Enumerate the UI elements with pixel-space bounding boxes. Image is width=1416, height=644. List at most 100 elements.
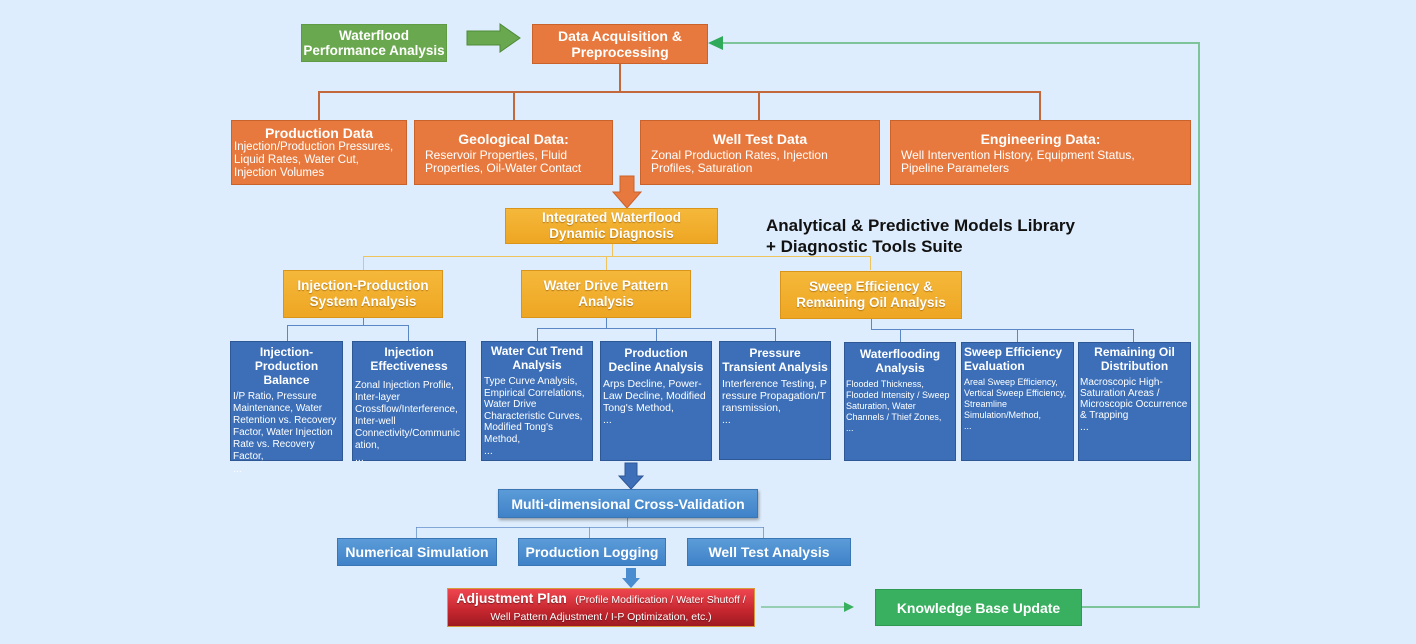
diagnosis-node[interactable]: Integrated Waterflood Dynamic Diagnosis	[505, 208, 718, 244]
start-label: Waterflood Performance Analysis	[303, 28, 445, 58]
knowledge-base-update-node[interactable]: Knowledge Base Update	[875, 589, 1082, 626]
method-desc: Zonal Injection Profile, Inter-layer Cro…	[355, 380, 461, 451]
data-acquisition-node[interactable]: Data Acquisition & Preprocessing	[532, 24, 708, 64]
connector	[758, 91, 760, 120]
models-library-line1: Analytical & Predictive Models Library	[766, 216, 1075, 235]
method-desc: Macroscopic High-Saturation Areas / Micr…	[1080, 377, 1188, 421]
data-source-production[interactable]: Production Data Injection/Production Pre…	[231, 120, 407, 185]
connector	[318, 91, 1041, 93]
method-production-decline[interactable]: Production Decline Analysis Arps Decline…	[600, 341, 712, 461]
cross-validation-node[interactable]: Multi-dimensional Cross-Validation	[498, 489, 758, 518]
validation-numerical-simulation[interactable]: Numerical Simulation	[337, 538, 497, 566]
method-more: ...	[603, 414, 612, 426]
method-more: ...	[964, 421, 972, 431]
method-more: ...	[1080, 421, 1089, 433]
method-water-cut-trend[interactable]: Water Cut Trend Analysis Type Curve Anal…	[481, 341, 593, 461]
connector	[763, 527, 764, 539]
data-source-title: Well Test Data	[712, 130, 808, 147]
connector	[513, 91, 515, 120]
analysis-sweep-efficiency[interactable]: Sweep Efficiency & Remaining Oil Analysi…	[780, 271, 962, 319]
down-arrow-icon	[612, 175, 642, 209]
connector	[363, 256, 364, 270]
method-more: ...	[233, 463, 242, 475]
method-more: ...	[484, 445, 493, 457]
analysis-injection-production[interactable]: Injection-Production System Analysis	[283, 270, 443, 318]
connector	[363, 318, 364, 325]
method-more: ...	[846, 423, 854, 433]
analysis-water-drive[interactable]: Water Drive Pattern Analysis	[521, 270, 691, 318]
method-title: Remaining Oil Distribution	[1094, 345, 1175, 373]
feedback-connector	[1198, 42, 1200, 608]
connector	[775, 328, 776, 341]
method-title: Water Cut Trend Analysis	[490, 344, 584, 372]
connector	[871, 318, 872, 329]
method-pressure-transient[interactable]: Pressure Transient Analysis Interference…	[719, 341, 831, 460]
method-title: Sweep Efficiency Evaluation	[964, 345, 1063, 373]
adjustment-plan-node[interactable]: Adjustment Plan (Profile Modification / …	[447, 588, 755, 627]
connector	[537, 328, 538, 341]
connector	[900, 329, 901, 342]
validation-method-label: Numerical Simulation	[345, 544, 489, 560]
method-desc: Interference Testing, Pressure Propagati…	[722, 378, 827, 414]
connector	[1133, 329, 1134, 342]
data-source-geological[interactable]: Geological Data: Reservoir Properties, F…	[414, 120, 613, 185]
method-waterflooding[interactable]: Waterflooding Analysis Flooded Thickness…	[844, 342, 956, 461]
method-desc: Areal Sweep Efficiency, Vertical Sweep E…	[964, 377, 1067, 420]
connector	[416, 527, 417, 539]
connector	[612, 243, 613, 256]
down-arrow-icon	[618, 462, 644, 490]
validation-well-test-analysis[interactable]: Well Test Analysis	[687, 538, 851, 566]
data-source-title: Geological Data:	[458, 130, 569, 147]
analysis-label: Sweep Efficiency & Remaining Oil Analysi…	[796, 279, 946, 310]
method-title: Injection Effectiveness	[370, 345, 448, 373]
analysis-label: Water Drive Pattern Analysis	[543, 278, 669, 309]
data-source-well-test[interactable]: Well Test Data Zonal Production Rates, I…	[640, 120, 880, 185]
validation-production-logging[interactable]: Production Logging	[518, 538, 666, 566]
models-library-line2: + Diagnostic Tools Suite	[766, 237, 963, 256]
method-title: Production Decline Analysis	[608, 346, 704, 374]
connector	[656, 328, 657, 341]
data-source-title: Production Data	[264, 125, 374, 141]
connector	[416, 527, 764, 528]
method-title: Injection-Production Balance	[254, 345, 319, 387]
connector	[619, 63, 621, 91]
adjustment-title: Adjustment Plan	[456, 589, 567, 606]
connector	[589, 527, 590, 539]
method-title: Waterflooding Analysis	[859, 347, 941, 375]
models-library-heading: Analytical & Predictive Models Library +…	[766, 215, 1075, 257]
data-source-desc: Reservoir Properties, Fluid Properties, …	[425, 147, 582, 175]
data-source-title: Engineering Data:	[980, 130, 1101, 147]
connector	[1039, 91, 1041, 120]
down-arrow-icon	[622, 568, 640, 588]
right-arrow-icon	[761, 602, 854, 612]
connector	[606, 256, 607, 270]
method-more: ...	[722, 414, 731, 426]
connector	[287, 325, 409, 326]
cross-validation-label: Multi-dimensional Cross-Validation	[511, 495, 745, 512]
data-source-desc: Injection/Production Pressures, Liquid R…	[234, 141, 394, 179]
method-desc: Flooded Thickness, Flooded Intensity / S…	[846, 379, 950, 422]
connector	[606, 318, 607, 328]
method-desc: Arps Decline, Power-Law Decline, Modifie…	[603, 378, 706, 414]
method-desc: Type Curve Analysis, Empirical Correlati…	[484, 376, 585, 445]
data-source-engineering[interactable]: Engineering Data: Well Intervention Hist…	[890, 120, 1191, 185]
connector	[1017, 329, 1018, 342]
connector	[870, 256, 871, 270]
data-source-desc: Well Intervention History, Equipment Sta…	[901, 147, 1135, 175]
method-more: ...	[355, 452, 364, 464]
method-desc: I/P Ratio, Pressure Maintenance, Water R…	[233, 391, 337, 462]
start-node[interactable]: Waterflood Performance Analysis	[301, 24, 447, 62]
diagnosis-label: Integrated Waterflood Dynamic Diagnosis	[541, 210, 681, 241]
connector	[627, 517, 628, 527]
data-source-desc: Zonal Production Rates, Injection Profil…	[651, 147, 828, 175]
method-sweep-efficiency-evaluation[interactable]: Sweep Efficiency Evaluation Areal Sweep …	[961, 342, 1074, 461]
connector	[408, 325, 409, 341]
validation-method-label: Well Test Analysis	[708, 544, 830, 560]
method-remaining-oil-distribution[interactable]: Remaining Oil Distribution Macroscopic H…	[1078, 342, 1191, 461]
method-title: Pressure Transient Analysis	[722, 346, 828, 374]
method-injection-effectiveness[interactable]: Injection Effectiveness Zonal Injection …	[352, 341, 466, 464]
adjustment-content: Adjustment Plan (Profile Modification / …	[454, 589, 748, 625]
method-injection-production-balance[interactable]: Injection-Production Balance I/P Ratio, …	[230, 341, 343, 475]
adjustment-detail: (Profile Modification / Water Shutoff / …	[490, 593, 746, 623]
knowledge-label: Knowledge Base Update	[896, 599, 1061, 616]
